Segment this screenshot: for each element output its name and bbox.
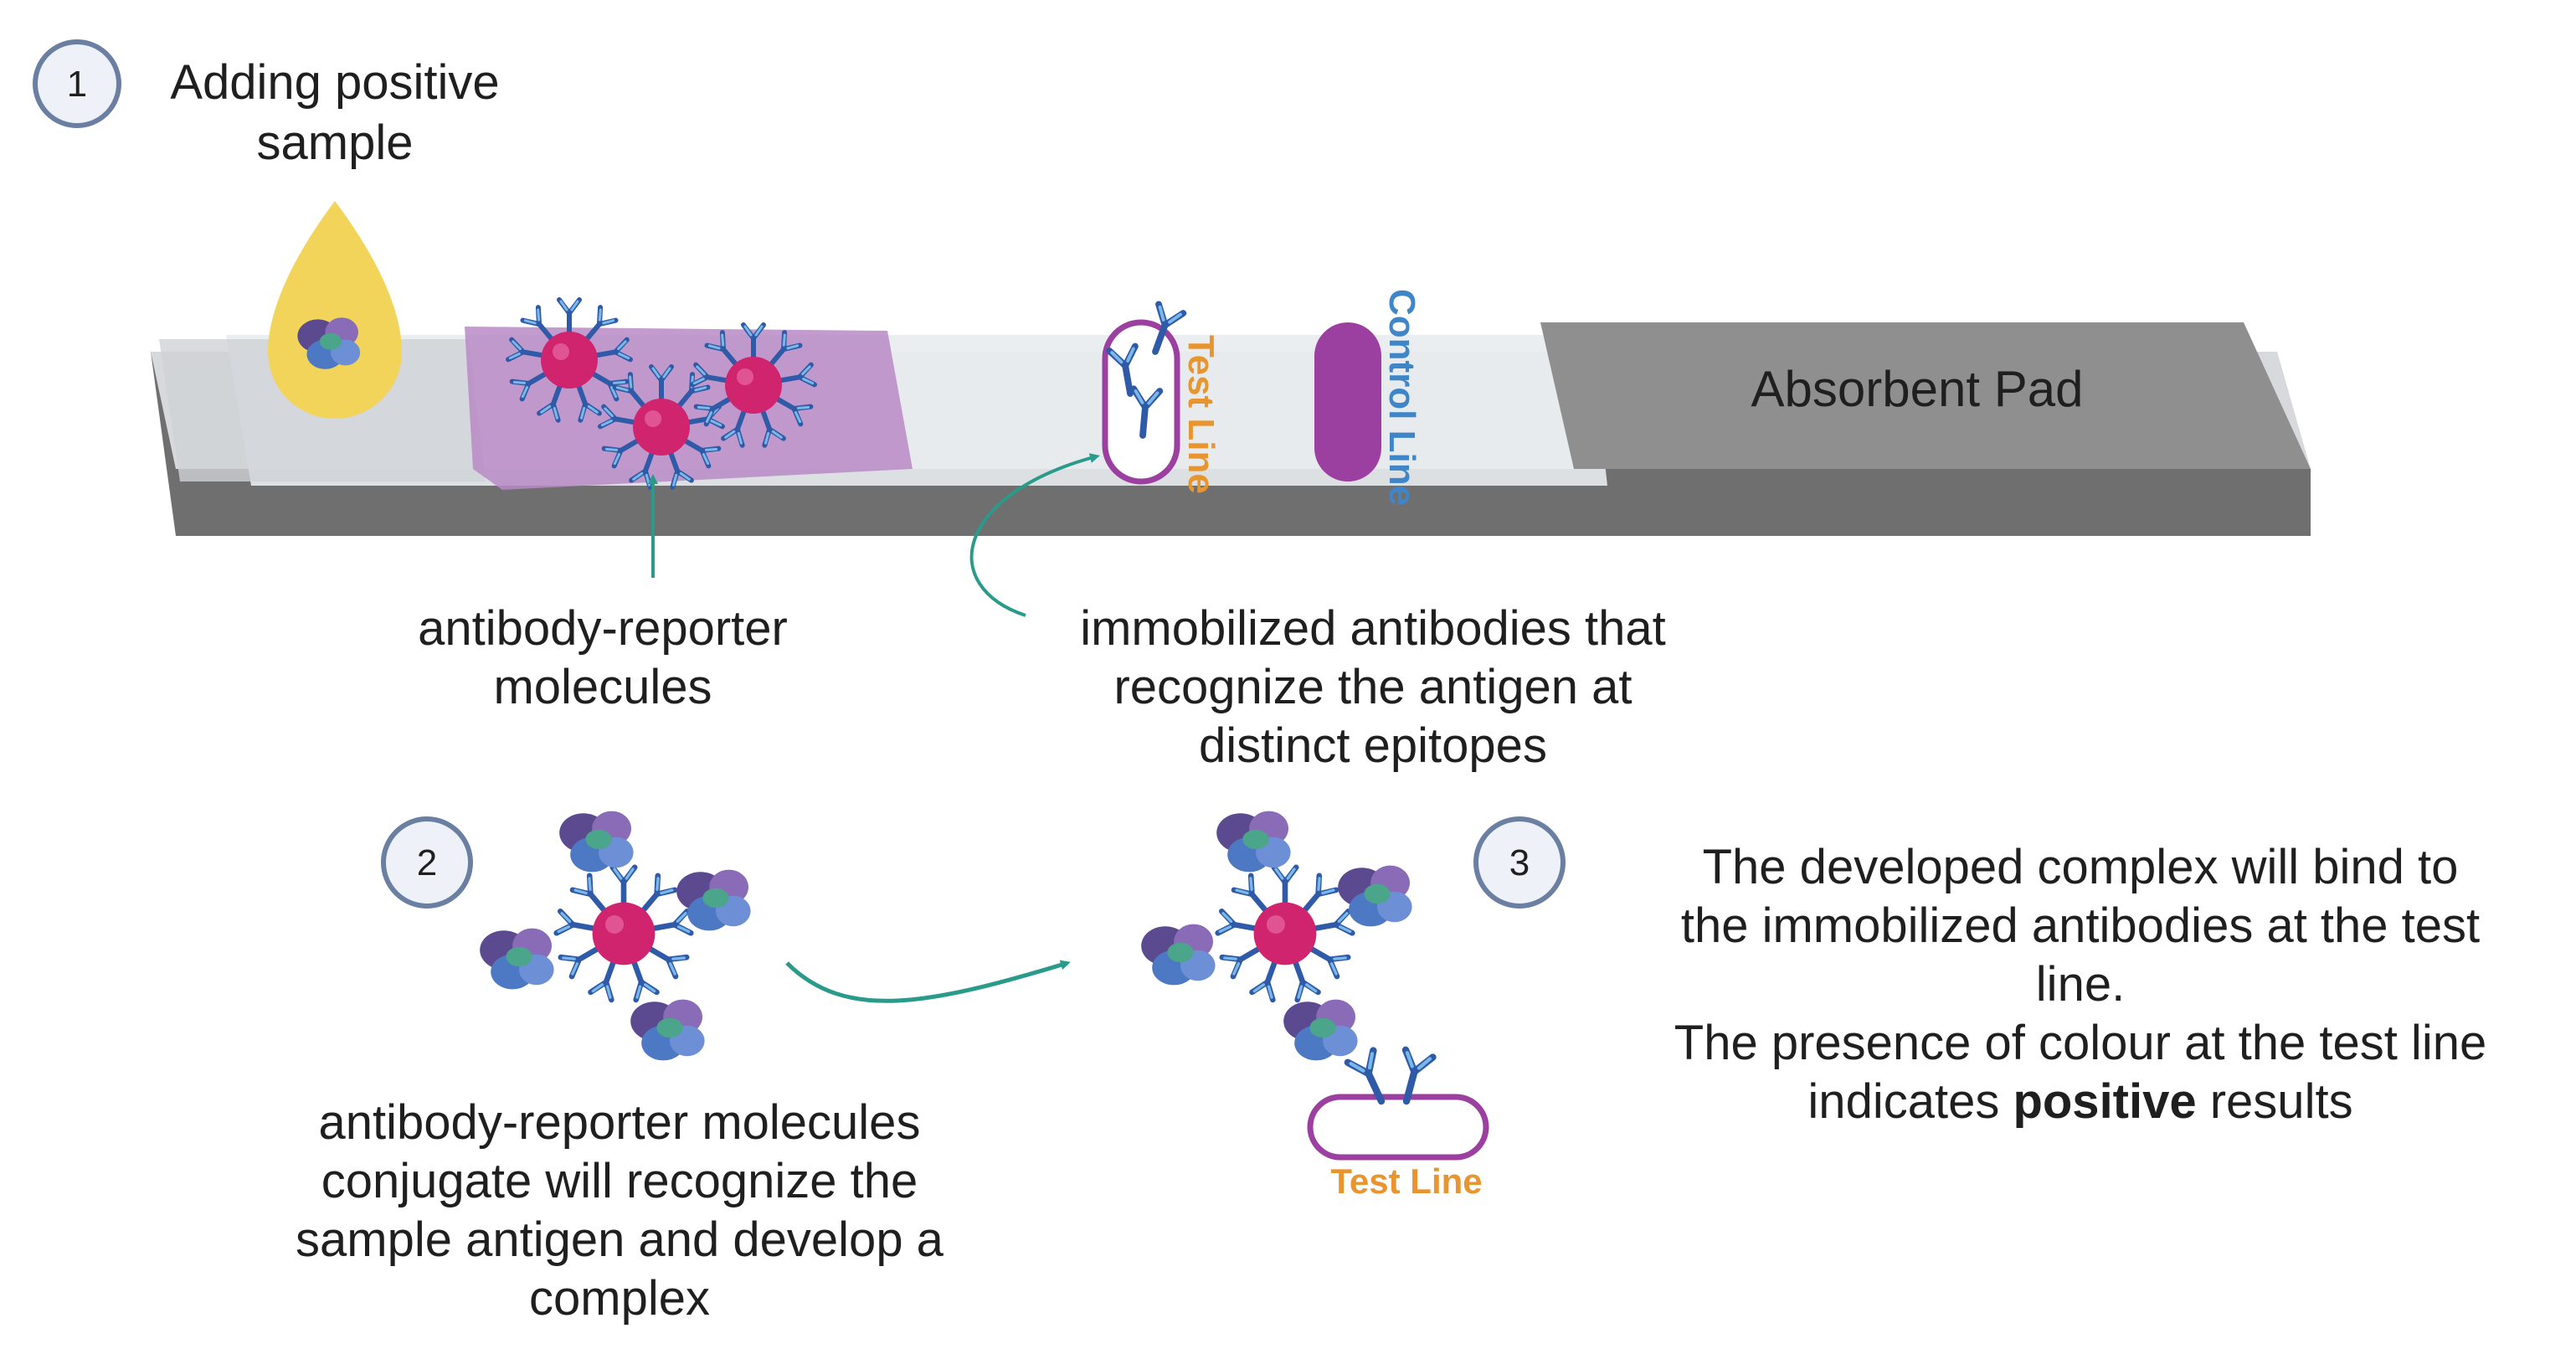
control-line-label: Control Line — [1381, 289, 1422, 506]
conjugate-complex — [480, 811, 751, 1061]
step-3-badge — [1473, 816, 1566, 909]
test-line-label: Test Line — [1180, 335, 1221, 494]
test-strip: Absorbent Pad Test Line Control Line — [151, 201, 2311, 536]
immobilized-label-line-3: distinct epitopes — [1199, 718, 1547, 773]
step-3-number: 3 — [1509, 842, 1530, 883]
step-1-badge — [33, 39, 121, 128]
step-2-to-3-arrow — [785, 960, 1071, 1003]
step-1-number: 1 — [67, 64, 87, 105]
immobilized-label: immobilized antibodies that recognize th… — [1080, 601, 1666, 773]
reporter-label-line-2: molecules — [493, 660, 712, 714]
step-3-text-line-4: The presence of colour at the test line — [1674, 1016, 2486, 1070]
step-3-text-line-3: line. — [2036, 957, 2125, 1012]
step-2-number: 2 — [417, 842, 437, 883]
step-2-caption-line-1: antibody-reporter molecules — [319, 1095, 921, 1150]
control-line: Control Line — [1314, 289, 1422, 506]
step-3-line-5-pre: indicates — [1807, 1074, 2013, 1129]
test-line-capture: Test Line — [1307, 1050, 1489, 1201]
bound-complex — [1141, 811, 1412, 1061]
step-2-caption-line-2: conjugate will recognize the — [321, 1154, 918, 1208]
test-line-small-label: Test Line — [1330, 1161, 1482, 1201]
sample-drop — [268, 201, 402, 419]
step-2-caption-line-3: sample antigen and develop a — [296, 1213, 944, 1267]
reporter-label: antibody-reporter molecules — [418, 601, 788, 714]
step-3-text-line-5: indicates positive results — [1807, 1074, 2352, 1129]
step-3: Test Line 3 The developed complex will b… — [1141, 811, 2486, 1201]
absorbent-pad-label: Absorbent Pad — [1751, 361, 2084, 417]
absorbent-pad — [1540, 322, 2311, 469]
test-line: Test Line — [1102, 304, 1221, 494]
step-1-title-line-1: Adding positive — [170, 55, 499, 110]
step-2-badge — [381, 816, 473, 909]
step-3-line-5-post: results — [2197, 1074, 2353, 1129]
step-1-title-line-2: sample — [257, 116, 414, 170]
immobilized-label-line-2: recognize the antigen at — [1113, 660, 1632, 714]
step-3-text-line-2: the immobilized antibodies at the test — [1681, 898, 2480, 953]
immobilized-label-line-1: immobilized antibodies that — [1080, 601, 1666, 656]
step-3-text-line-1: The developed complex will bind to — [1703, 840, 2459, 894]
step-2: 2 antibody-reporter molecules conjugate … — [296, 811, 944, 1326]
step-1-header: 1 Adding positive sample — [33, 39, 500, 170]
step-3-positive-word: positive — [2013, 1074, 2196, 1129]
immobilized-pointer-arrow — [969, 453, 1100, 617]
reporter-label-line-1: antibody-reporter — [418, 601, 788, 656]
step-2-caption-line-4: complex — [529, 1271, 710, 1326]
